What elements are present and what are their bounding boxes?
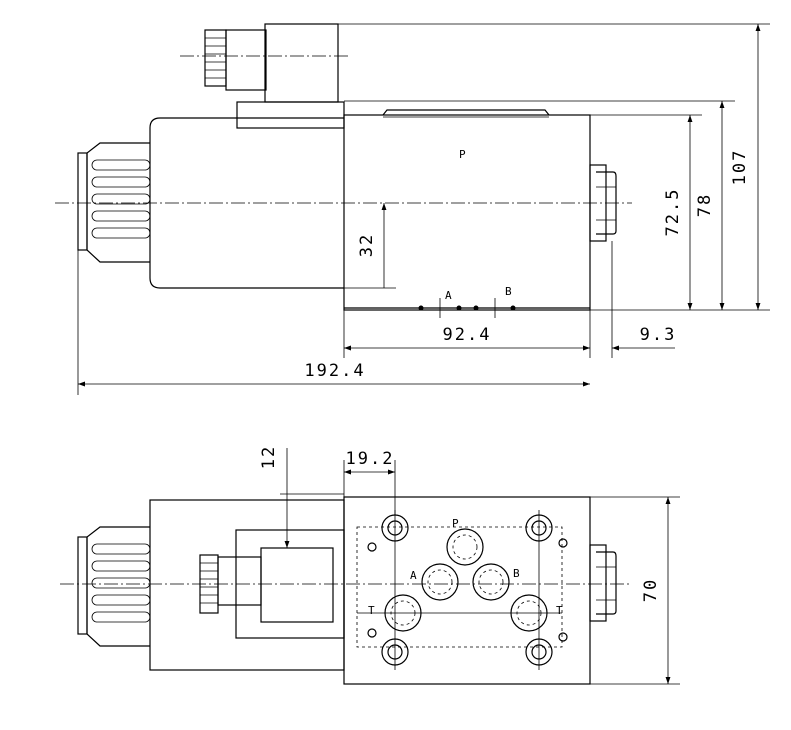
port-label-t-left: T	[368, 604, 375, 617]
connector-base	[236, 101, 345, 129]
port-label-p: P	[459, 148, 466, 161]
bottom-view: P A B T T 12 19.2 70	[60, 445, 680, 685]
connector-plug	[180, 23, 350, 103]
dim-19-2: 19.2	[346, 449, 395, 469]
valve-body	[343, 114, 591, 311]
dim-192-4: 192.4	[304, 361, 365, 381]
dim-78: 78	[695, 193, 715, 217]
port-label-p-bottom: P	[452, 517, 459, 530]
port-label-a-bottom: A	[410, 569, 417, 582]
port-label-a-front: A	[445, 289, 452, 302]
dim-92-4: 92.4	[443, 325, 492, 345]
valve-body-bottom	[343, 496, 591, 685]
port-label-b-bottom: B	[513, 567, 520, 580]
manual-override-knob-bottom	[77, 526, 151, 647]
mounting-holes	[367, 514, 568, 666]
port-circles	[357, 510, 562, 670]
dim-72-5: 72.5	[663, 188, 683, 237]
dim-70: 70	[641, 578, 661, 602]
port-markers	[418, 298, 516, 318]
coil-housing	[149, 499, 345, 671]
dim-9-3: 9.3	[640, 325, 677, 345]
end-plug-bottom	[589, 544, 617, 622]
port-label-b-front: B	[505, 285, 512, 298]
dim-107: 107	[730, 149, 750, 186]
dim-12: 12	[259, 445, 279, 469]
manual-override-knob	[77, 142, 151, 263]
port-label-t-right: T	[556, 604, 563, 617]
dim-32: 32	[357, 233, 377, 257]
front-view: P A B 107 78 72.5 32 92.4	[55, 23, 770, 395]
